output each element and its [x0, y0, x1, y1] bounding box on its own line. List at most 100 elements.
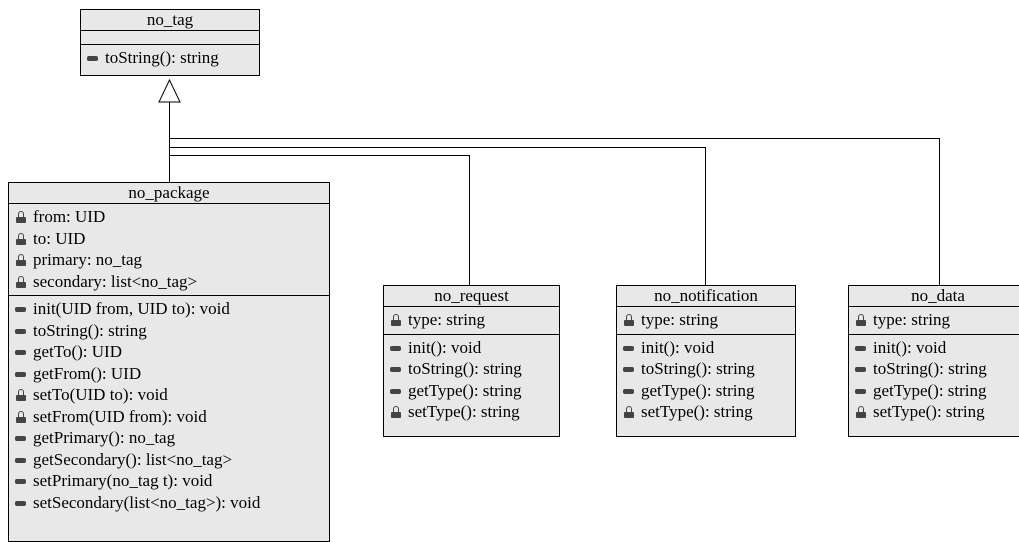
private-lock-icon — [390, 314, 402, 326]
public-member-icon — [15, 328, 26, 334]
attribute-row[interactable]: type: string — [849, 309, 1019, 331]
public-member-icon — [15, 307, 26, 312]
member-text: setTo(UID to): void — [33, 385, 168, 404]
attributes-compartment: type: string — [849, 307, 1019, 335]
public-member-icon — [15, 436, 26, 441]
class-name: no_data — [849, 286, 1019, 307]
private-lock-icon — [855, 406, 867, 418]
private-lock-icon — [390, 406, 402, 418]
member-text: setPrimary(no_tag t): void — [33, 471, 213, 490]
member-text: setFrom(UID from): void — [33, 406, 207, 426]
operation-row[interactable]: setPrimary(no_tag t): void — [9, 470, 329, 492]
public-member-icon — [15, 371, 26, 377]
operation-row[interactable]: setType(): string — [384, 401, 559, 423]
public-member-icon — [15, 350, 26, 355]
public-member-icon — [15, 479, 26, 484]
member-text: secondary: list<no_tag> — [33, 271, 198, 291]
member-text: init(UID from, UID to): void — [33, 299, 230, 318]
member-text: setType(): string — [408, 402, 520, 421]
operation-row[interactable]: init(UID from, UID to): void — [9, 298, 329, 320]
member-text: setType(): string — [641, 402, 753, 421]
operation-row[interactable]: getSecondary(): list<no_tag> — [9, 449, 329, 471]
operation-row[interactable]: toString(): string — [617, 358, 795, 380]
attribute-row[interactable]: primary: no_tag — [9, 249, 329, 271]
operation-row[interactable]: getType(): string — [849, 380, 1019, 402]
member-text: toString(): string — [408, 359, 522, 378]
private-lock-icon — [15, 389, 27, 401]
member-text: getType(): string — [873, 380, 987, 400]
operation-row[interactable]: setType(): string — [849, 401, 1019, 423]
inheritance-line-no-request — [169, 155, 470, 285]
private-lock-icon — [623, 314, 635, 326]
public-member-icon — [87, 56, 98, 61]
member-text: type: string — [408, 310, 485, 329]
class-name: no_notification — [617, 286, 795, 307]
operation-row[interactable]: setFrom(UID from): void — [9, 406, 329, 428]
public-member-icon — [855, 388, 866, 394]
operation-row[interactable]: getType(): string — [384, 380, 559, 402]
operation-row[interactable]: toString(): string — [81, 47, 259, 69]
operation-row[interactable]: init(): void — [384, 337, 559, 359]
attribute-row[interactable]: type: string — [384, 309, 559, 331]
public-member-icon — [855, 367, 866, 372]
operation-row[interactable]: init(): void — [617, 337, 795, 359]
member-text: getFrom(): UID — [33, 363, 142, 383]
operation-row[interactable]: getTo(): UID — [9, 341, 329, 363]
attributes-compartment: type: string — [384, 307, 559, 335]
generalization-arrowhead — [158, 78, 181, 103]
operation-row[interactable]: toString(): string — [384, 358, 559, 380]
public-member-icon — [623, 388, 634, 394]
attribute-row[interactable]: from: UID — [9, 206, 329, 228]
class-name: no_tag — [81, 10, 259, 31]
public-member-icon — [15, 457, 26, 463]
operation-row[interactable]: toString(): string — [9, 320, 329, 342]
public-member-icon — [623, 367, 634, 372]
operation-row[interactable]: toString(): string — [849, 358, 1019, 380]
member-text: toString(): string — [105, 48, 219, 67]
member-text: setType(): string — [873, 402, 985, 421]
inheritance-line-no-notification — [169, 147, 706, 285]
operation-row[interactable]: setSecondary(list<no_tag>): void — [9, 492, 329, 514]
private-lock-icon — [15, 211, 27, 223]
member-text: getType(): string — [408, 380, 522, 400]
private-lock-icon — [15, 254, 27, 266]
operations-compartment: toString(): string — [81, 45, 259, 72]
public-member-icon — [855, 345, 866, 351]
operation-row[interactable]: init(): void — [849, 337, 1019, 359]
member-text: init(): void — [873, 337, 947, 357]
operations-compartment: init(UID from, UID to): void toString(): … — [9, 296, 329, 516]
attribute-row[interactable]: type: string — [617, 309, 795, 331]
operation-row[interactable]: setTo(UID to): void — [9, 384, 329, 406]
operation-row[interactable]: getFrom(): UID — [9, 363, 329, 385]
member-text: type: string — [641, 310, 718, 329]
operation-row[interactable]: getType(): string — [617, 380, 795, 402]
private-lock-icon — [855, 314, 867, 326]
class-no_tag[interactable]: no_tag toString(): string — [80, 9, 260, 76]
public-member-icon — [390, 388, 401, 394]
member-text: setSecondary(list<no_tag>): void — [33, 492, 261, 512]
public-member-icon — [15, 500, 26, 506]
operation-row[interactable]: getPrimary(): no_tag — [9, 427, 329, 449]
public-member-icon — [623, 345, 634, 351]
member-text: toString(): string — [873, 359, 987, 378]
attribute-row[interactable]: secondary: list<no_tag> — [9, 271, 329, 293]
attributes-compartment — [81, 31, 259, 45]
operations-compartment: init(): void toString(): string getType():… — [849, 335, 1019, 426]
class-name: no_package — [9, 183, 329, 204]
private-lock-icon — [15, 232, 27, 245]
attribute-row[interactable]: to: UID — [9, 228, 329, 250]
private-lock-icon — [623, 406, 635, 418]
operation-row[interactable]: setType(): string — [617, 401, 795, 423]
private-lock-icon — [15, 275, 27, 288]
member-text: toString(): string — [641, 359, 755, 378]
member-text: init(): void — [408, 337, 482, 357]
public-member-icon — [390, 345, 401, 351]
member-text: from: UID — [33, 207, 106, 226]
member-text: getPrimary(): no_tag — [33, 428, 176, 447]
